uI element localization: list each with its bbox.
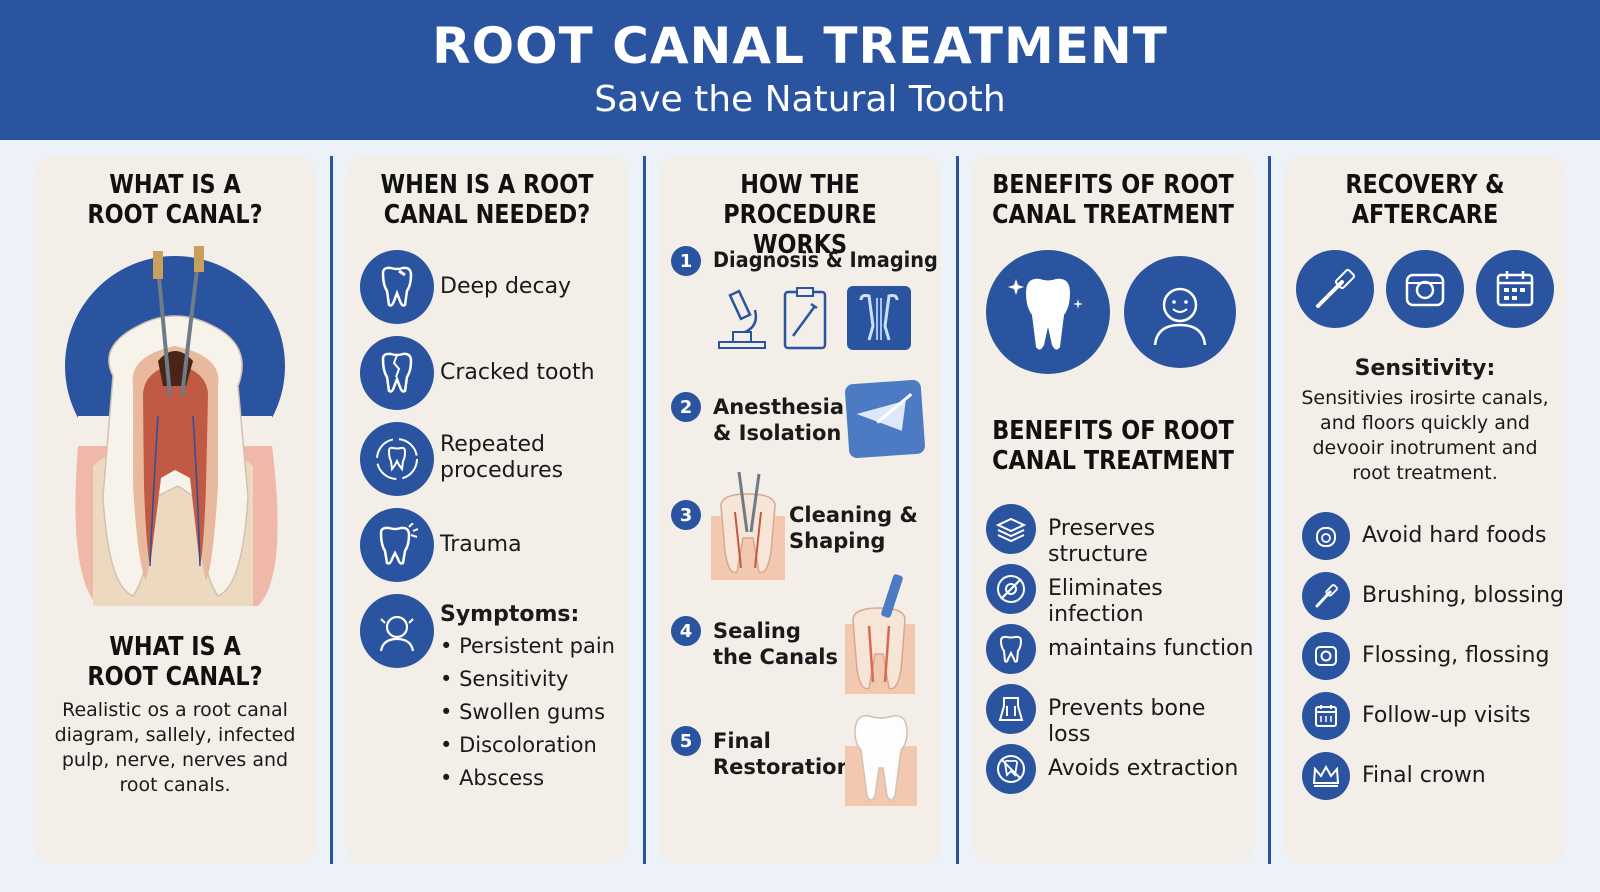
- smiling-face-icon: [1124, 256, 1236, 368]
- no-extraction-icon: [986, 744, 1036, 794]
- page-subtitle: Save the Natural Tooth: [594, 79, 1006, 120]
- step-label: Cleaning & Shaping: [789, 503, 918, 553]
- list-item: Abscess: [440, 762, 615, 795]
- reason-label: Trauma: [440, 532, 522, 557]
- sparkling-tooth-icon: [986, 250, 1110, 374]
- cleaning-tooth-image: [711, 471, 785, 585]
- microscope-icon: [715, 286, 769, 355]
- step-number: 5: [671, 726, 701, 756]
- panel-title: RECOVERY & AFTERCARE: [1345, 170, 1505, 230]
- aftercare-label: Avoid hard foods: [1362, 523, 1547, 548]
- panel-recovery: RECOVERY & AFTERCARE Sensitivity: Sensit…: [1284, 156, 1566, 864]
- panel-subtitle: WHAT IS A ROOT CANAL?: [87, 632, 263, 692]
- sensitivity-description: Sensitivies irosirte canals, and floors …: [1301, 387, 1549, 484]
- column-divider: [1268, 156, 1271, 864]
- crown-tooth-image: [843, 710, 919, 811]
- symptoms-list: Persistent pain Sensitivity Swollen gums…: [440, 630, 615, 795]
- bone-icon: [986, 684, 1036, 734]
- panel-title: BENEFITS OF ROOT CANAL TREATMENT: [992, 170, 1234, 230]
- list-item: Sensitivity: [440, 663, 615, 696]
- panel-what-is-root-canal: WHAT IS A ROOT CANAL? WHAT IS A ROOT CAN…: [34, 156, 316, 864]
- step-label: Diagnosis & Imaging: [713, 248, 938, 272]
- toothbrush-small-icon: [1302, 572, 1350, 620]
- panel-procedure: HOW THE PROCEDURE WORKS 1 Diagnosis & Im…: [659, 156, 941, 864]
- benefit-label: maintains function: [1048, 636, 1254, 661]
- aftercare-label: Brushing, blossing: [1362, 583, 1564, 608]
- benefit-label: Avoids extraction: [1048, 756, 1239, 781]
- anesthesia-image: [844, 379, 926, 459]
- step-number: 1: [671, 246, 701, 276]
- root-canal-diagram: [58, 246, 292, 616]
- toothbrush-icon: [1296, 250, 1374, 328]
- step-label: Anesthesia & Isolation: [713, 395, 845, 445]
- header-banner: ROOT CANAL TREATMENT Save the Natural To…: [0, 0, 1600, 140]
- benefit-label: Preserves structure: [1048, 516, 1156, 567]
- crown-icon: [1302, 752, 1350, 800]
- step-label: Final Restoration: [713, 729, 852, 779]
- root-canal-description: Realistic os a root canal diagram, salle…: [54, 699, 296, 796]
- patient-face-icon: [360, 594, 434, 668]
- layers-icon: [986, 504, 1036, 554]
- trauma-tooth-icon: [360, 508, 434, 582]
- panel-title: WHEN IS A ROOT CANAL NEEDED?: [380, 170, 594, 230]
- sealing-tooth-image: [841, 574, 917, 699]
- calendar-icon: [1476, 250, 1554, 328]
- floss-icon: [1386, 250, 1464, 328]
- column-divider: [330, 156, 333, 864]
- panel-title: HOW THE PROCEDURE WORKS: [723, 170, 877, 260]
- repeat-tooth-icon: [360, 422, 434, 496]
- panel-subtitle: BENEFITS OF ROOT CANAL TREATMENT: [992, 416, 1234, 476]
- floss-small-icon: [1302, 632, 1350, 680]
- aftercare-label: Flossing, flossing: [1362, 643, 1550, 668]
- no-hard-food-icon: [1302, 512, 1350, 560]
- column-divider: [956, 156, 959, 864]
- step-number: 2: [671, 392, 701, 422]
- xray-image: [847, 286, 911, 350]
- step-number: 4: [671, 616, 701, 646]
- reason-label: Repeated procedures: [440, 432, 564, 483]
- tooth-icon: [986, 624, 1036, 674]
- aftercare-label: Final crown: [1362, 763, 1486, 788]
- benefit-label: Prevents bone loss: [1048, 696, 1206, 747]
- list-item: Discoloration: [440, 729, 615, 762]
- clipboard-icon: [781, 286, 829, 355]
- panel-title: WHAT IS A ROOT CANAL?: [87, 170, 263, 230]
- panel-when-needed: WHEN IS A ROOT CANAL NEEDED? Deep decay …: [346, 156, 628, 864]
- reason-label: Deep decay: [440, 274, 572, 299]
- decayed-tooth-icon: [360, 250, 434, 324]
- page-title: ROOT CANAL TREATMENT: [432, 17, 1168, 75]
- step-label: Sealing the Canals: [713, 619, 838, 669]
- cracked-tooth-icon: [360, 336, 434, 410]
- reason-label: Cracked tooth: [440, 360, 595, 385]
- step-number: 3: [671, 500, 701, 530]
- symptoms-heading: Symptoms:: [440, 602, 580, 627]
- panel-benefits: BENEFITS OF ROOT CANAL TREATMENT BENEFIT…: [972, 156, 1254, 864]
- benefit-label: Eliminates infection: [1048, 576, 1163, 627]
- column-divider: [643, 156, 646, 864]
- aftercare-label: Follow-up visits: [1362, 703, 1531, 728]
- no-germ-icon: [986, 564, 1036, 614]
- list-item: Persistent pain: [440, 630, 615, 663]
- sensitivity-heading: Sensitivity:: [1354, 356, 1496, 381]
- calendar-small-icon: [1302, 692, 1350, 740]
- list-item: Swollen gums: [440, 696, 615, 729]
